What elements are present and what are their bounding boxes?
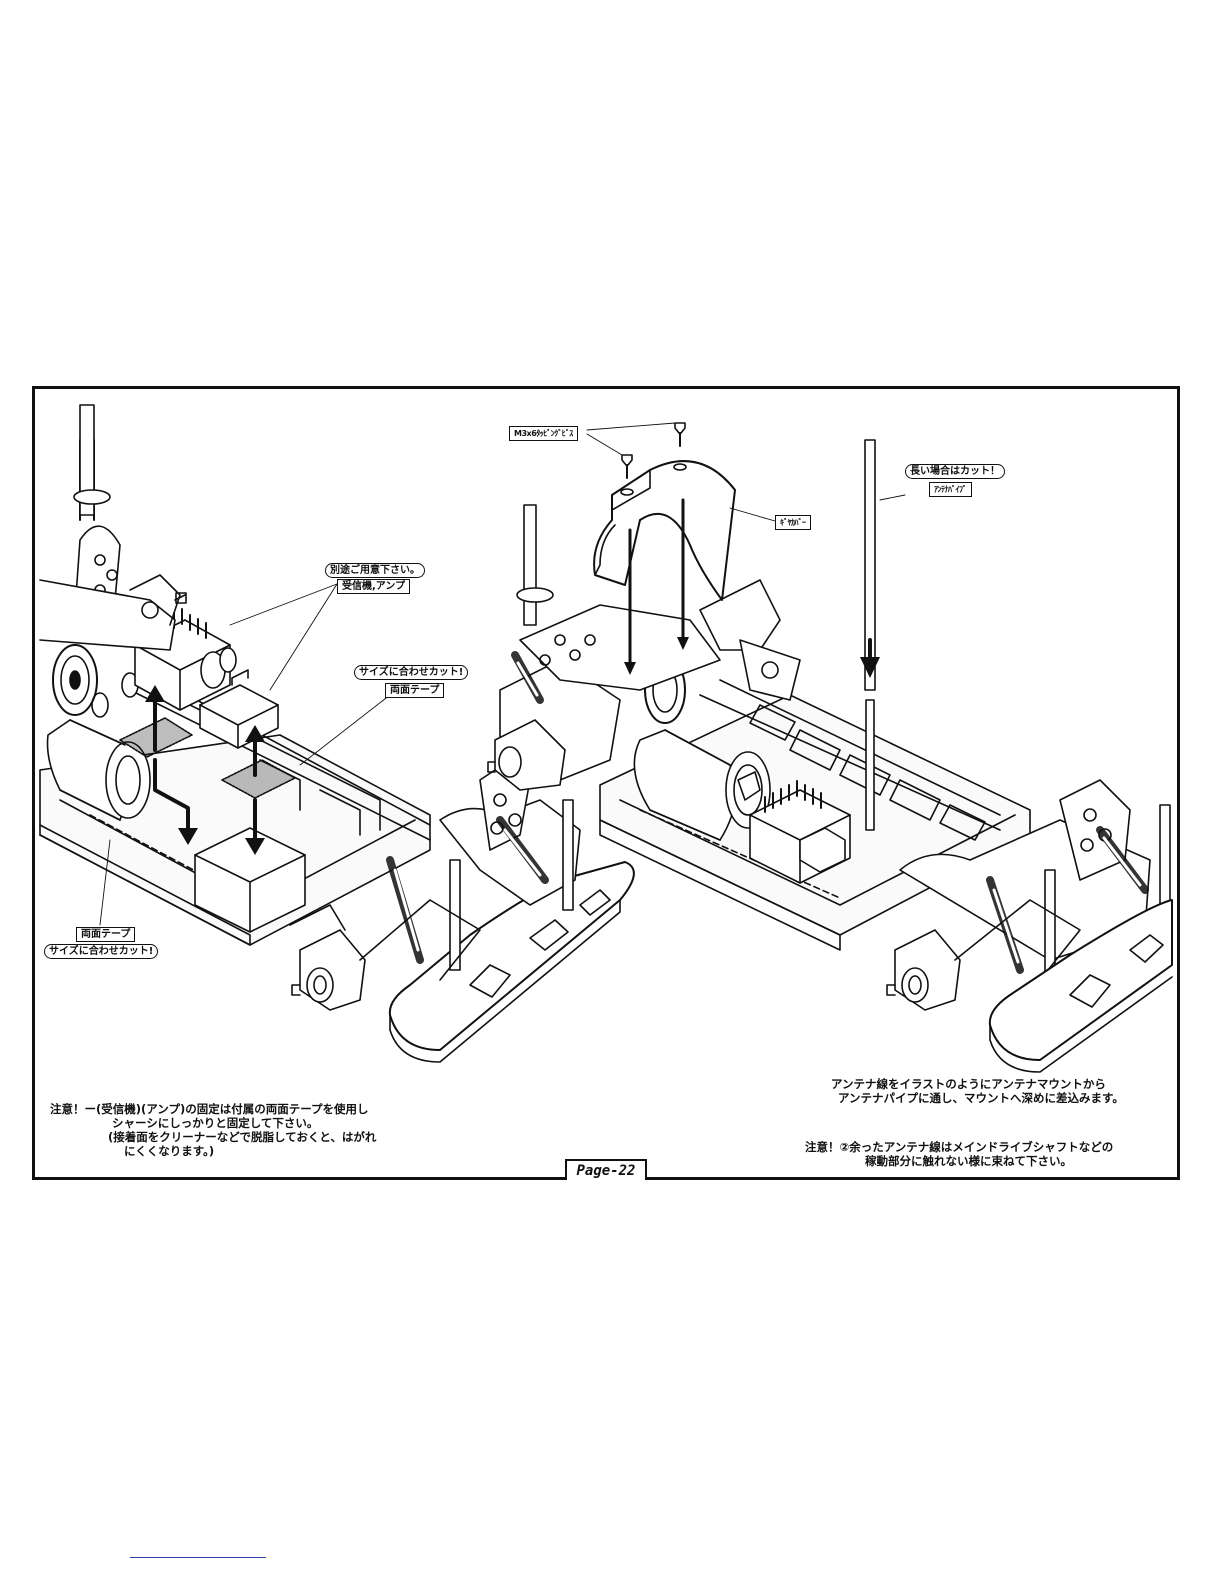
separately-required-label: 別途ご用意下さい。	[325, 563, 425, 578]
right-note-top-line-2: アンテナパイプに通し、マウントへ深めに差込みます。	[838, 1091, 1124, 1106]
receiver-amp-label: 受信機,アンプ	[337, 579, 410, 594]
antenna-pipe-label: ｱﾝﾃﾅﾊﾟｲﾌﾟ	[929, 482, 972, 497]
footer-link-underline[interactable]	[130, 1557, 266, 1558]
double-tape-label-left: 両面テープ	[76, 927, 135, 942]
screw-label: M3x6ﾀｯﾋﾟﾝｸﾞﾋﾞｽ	[509, 426, 578, 441]
right-note-bottom-line-2: 稼動部分に触れない様に束ねて下さい。	[865, 1154, 1072, 1169]
right-note-top-line-1: アンテナ線をイラストのようにアンテナマウントから	[831, 1077, 1106, 1092]
double-tape-label-center: 両面テープ	[385, 683, 444, 698]
left-note-line-1: 注意！ー(受信機)(アンプ)の固定は付属の両面テープを使用し	[50, 1102, 369, 1117]
cut-if-long-label: 長い場合はカット！	[905, 464, 1005, 479]
right-chassis-drawing	[488, 423, 1172, 1072]
cut-to-size-label-center: サイズに合わせカット!	[354, 665, 468, 680]
right-note-bottom-line-1: 注意！②余ったアンテナ線はメインドライブシャフトなどの	[805, 1140, 1113, 1155]
gear-cover-label: ｷﾞﾔｶﾊﾞｰ	[775, 515, 811, 530]
page-number-label: Page-22	[565, 1159, 647, 1180]
left-note-line-2: シャーシにしっかりと固定して下さい。	[112, 1116, 318, 1131]
left-note-line-4: にくくなります。)	[124, 1144, 214, 1159]
left-note-line-3: (接着面をクリーナーなどで脱脂しておくと、はがれ	[108, 1130, 376, 1145]
cut-to-size-label-left: サイズに合わせカット!	[44, 944, 158, 959]
